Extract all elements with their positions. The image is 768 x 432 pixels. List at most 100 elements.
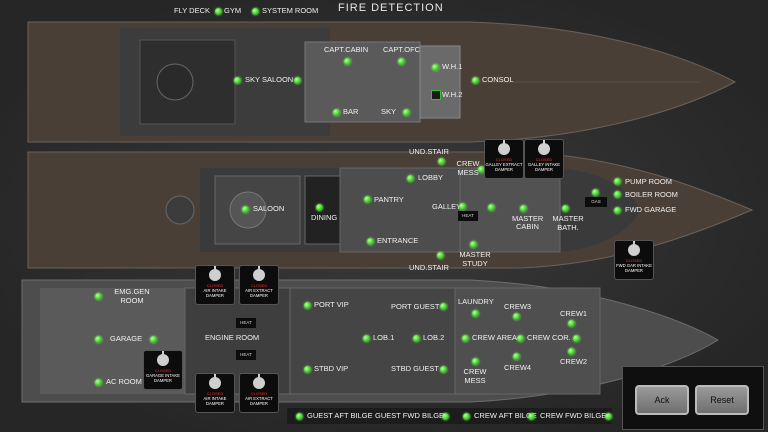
master-bath-sensor[interactable] bbox=[562, 205, 569, 212]
lower-deck-hull bbox=[21, 279, 719, 403]
bar-label: BAR bbox=[343, 107, 359, 116]
gas-detector[interactable]: GAS bbox=[585, 197, 607, 207]
master-study-label: MASTER STUDY bbox=[459, 250, 491, 268]
laundry-sensor[interactable] bbox=[472, 310, 479, 317]
lower-deck: EMG.GEN ROOM GARAGE AC ROOM HEAT ENGINE … bbox=[0, 278, 768, 408]
ack-button[interactable]: Ack bbox=[635, 385, 689, 415]
port-vip-sensor[interactable] bbox=[304, 302, 311, 309]
crew-aft-bilge-label: CREW AFT BILGE bbox=[474, 411, 537, 420]
engine-heat-sensor[interactable]: HEAT bbox=[236, 318, 256, 328]
stbd-guest-sensor[interactable] bbox=[440, 366, 447, 373]
master-cabin-label-1: MASTER bbox=[512, 214, 544, 223]
capt-ofc-label: CAPT.OFC bbox=[383, 45, 421, 54]
reset-button[interactable]: Reset bbox=[695, 385, 749, 415]
crew4-label: CREW4 bbox=[504, 363, 532, 372]
main-deck: UND.STAIR CREW MESS LOBBY SALOON DINING … bbox=[0, 147, 768, 272]
crew2-label: CREW2 bbox=[560, 357, 588, 366]
crew1-sensor[interactable] bbox=[568, 320, 575, 327]
crew-mess-sensor-lower[interactable] bbox=[472, 358, 479, 365]
crew-mess-lower-label: CREW MESS bbox=[463, 367, 487, 385]
bar-sensor[interactable] bbox=[333, 109, 340, 116]
lobby-sensor[interactable] bbox=[407, 175, 414, 182]
garage-intake-damper[interactable]: CLOSED GARAGE INTAKE DAMPER bbox=[143, 350, 183, 390]
air-extract-damper-bottom[interactable]: CLOSED AIR EXTRACT DAMPER bbox=[239, 373, 279, 413]
crew3-sensor[interactable] bbox=[513, 313, 520, 320]
crew-area-sensor-2[interactable] bbox=[517, 335, 524, 342]
air-extract-damper-top[interactable]: CLOSED AIR EXTRACT DAMPER bbox=[239, 265, 279, 305]
und-stair-top-sensor[interactable] bbox=[438, 158, 445, 165]
galley-intake-damper[interactable]: CLOSED GALLEY INTAKE DAMPER bbox=[524, 139, 564, 179]
gym-sensor[interactable] bbox=[215, 8, 222, 15]
engine-heat-sensor-2[interactable]: HEAT bbox=[236, 350, 256, 360]
crew-cor-sensor[interactable] bbox=[573, 335, 580, 342]
fwd-garage-label: FWD GARAGE bbox=[625, 205, 677, 214]
port-guest-label: PORT GUEST bbox=[391, 302, 440, 311]
pantry-sensor[interactable] bbox=[364, 196, 371, 203]
crew2-sensor[interactable] bbox=[568, 348, 575, 355]
master-study-sensor[interactable] bbox=[470, 241, 477, 248]
sky-sensor[interactable] bbox=[403, 109, 410, 116]
fan-icon bbox=[157, 351, 169, 366]
wh1-sensor[interactable] bbox=[432, 64, 439, 71]
pump-room-sensor[interactable] bbox=[614, 178, 621, 185]
crew4-sensor[interactable] bbox=[513, 353, 520, 360]
crew-aft-bilge-sensor-2[interactable] bbox=[528, 413, 535, 420]
wh2-sensor[interactable] bbox=[431, 90, 441, 100]
control-panel: Ack Reset bbox=[622, 366, 764, 430]
air-intake-damper-bottom[interactable]: CLOSED AIR INTAKE DAMPER bbox=[195, 373, 235, 413]
galley-sensor[interactable] bbox=[459, 203, 466, 210]
entrance-sensor[interactable] bbox=[367, 238, 374, 245]
fwd-garage-sensor[interactable] bbox=[614, 207, 621, 214]
capt-ofc-sensor[interactable] bbox=[398, 58, 405, 65]
crew-mess-sensor[interactable] bbox=[478, 166, 485, 173]
entrance-label: ENTRANCE bbox=[377, 236, 419, 245]
garage-label: GARAGE bbox=[110, 334, 143, 343]
master-cabin-sensor[interactable] bbox=[520, 205, 527, 212]
sky-saloon-label: SKY SALOON bbox=[245, 75, 294, 84]
emg-gen-room-label: EMG.GEN ROOM bbox=[114, 287, 150, 305]
port-guest-sensor[interactable] bbox=[440, 303, 447, 310]
pump-room-label: PUMP ROOM bbox=[625, 177, 672, 186]
guest-fwd-bilge-sensor[interactable] bbox=[442, 413, 449, 420]
garage-sensor[interactable] bbox=[95, 336, 102, 343]
saloon-label: SALOON bbox=[253, 204, 285, 213]
crew-aft-bilge-sensor[interactable] bbox=[463, 413, 470, 420]
emg-gen-room-sensor[interactable] bbox=[95, 293, 102, 300]
boiler-room-label: BOILER ROOM bbox=[625, 190, 678, 199]
crew3-label: CREW3 bbox=[504, 302, 532, 311]
crew1-label: CREW1 bbox=[560, 309, 588, 318]
crew-mess-label: CREW MESS bbox=[456, 159, 480, 177]
saloon-sensor[interactable] bbox=[242, 206, 249, 213]
galley-heat-sensor[interactable]: HEAT bbox=[458, 211, 478, 221]
system-room-sensor[interactable] bbox=[252, 8, 259, 15]
crew-area-label: CREW AREA bbox=[472, 333, 518, 342]
consol-sensor[interactable] bbox=[472, 77, 479, 84]
und-stair-top-label: UND.STAIR bbox=[409, 147, 449, 156]
guest-fwd-bilge-label: GUEST FWD BILGE bbox=[375, 411, 445, 420]
crew-area-sensor[interactable] bbox=[462, 335, 469, 342]
stbd-vip-sensor[interactable] bbox=[304, 366, 311, 373]
lob1-sensor[interactable] bbox=[363, 335, 370, 342]
dining-label: DINING bbox=[311, 213, 338, 222]
und-stair-bottom-sensor[interactable] bbox=[437, 252, 444, 259]
ac-room-sensor[interactable] bbox=[95, 379, 102, 386]
crew-fwd-bilge-label: CREW FWD BILGE bbox=[540, 411, 607, 420]
crew-fwd-bilge-sensor[interactable] bbox=[605, 413, 612, 420]
wh2-label: W.H.2 bbox=[442, 90, 463, 99]
fwd-gar-intake-damper[interactable]: CLOSED FWD GAR INTAKE DAMPER bbox=[614, 240, 654, 280]
capt-cabin-sensor[interactable] bbox=[344, 58, 351, 65]
lob2-sensor[interactable] bbox=[413, 335, 420, 342]
galley-extract-damper[interactable]: CLOSED GALLEY EXTRACT DAMPER bbox=[484, 139, 524, 179]
galley-sensor-2[interactable] bbox=[488, 204, 495, 211]
sky-saloon-sensor-2[interactable] bbox=[294, 77, 301, 84]
fan-icon bbox=[209, 374, 221, 389]
garage-sensor-2[interactable] bbox=[150, 336, 157, 343]
guest-aft-bilge-sensor[interactable] bbox=[296, 413, 303, 420]
air-intake-damper-top[interactable]: CLOSED AIR INTAKE DAMPER bbox=[195, 265, 235, 305]
page-title: FIRE DETECTION bbox=[338, 2, 444, 14]
dining-sensor[interactable] bbox=[316, 204, 323, 211]
boiler-room-sensor[interactable] bbox=[614, 191, 621, 198]
sky-saloon-sensor[interactable] bbox=[234, 77, 241, 84]
gas-sensor[interactable] bbox=[592, 189, 599, 196]
